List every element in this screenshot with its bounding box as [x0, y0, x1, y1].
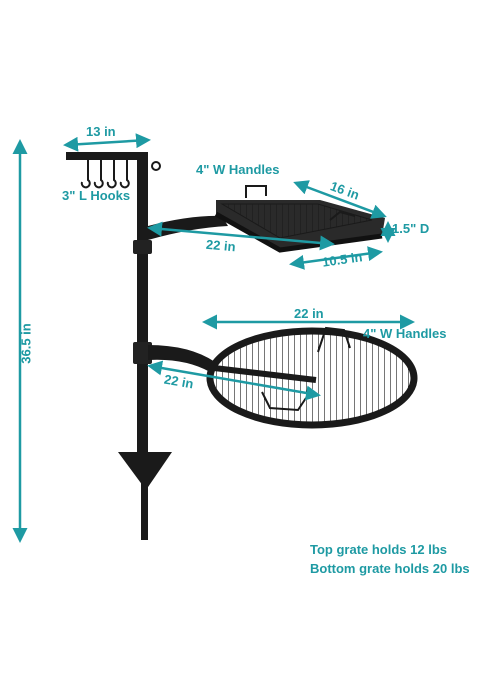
hook-bar — [66, 152, 161, 189]
bottom-capacity-text: Bottom grate holds 20 lbs — [310, 561, 470, 576]
top-handle — [245, 185, 267, 198]
stake-fin — [118, 452, 172, 490]
top-arm-length-label: 22 in — [205, 236, 237, 255]
dim-line-top-length — [293, 180, 387, 219]
hook-length-label: 3" L Hooks — [62, 188, 131, 203]
dim-line-bottom-arm — [147, 360, 321, 401]
hook — [80, 160, 91, 189]
total-height-label: 36.5 in — [18, 323, 34, 364]
hook — [93, 160, 104, 189]
dim-line-top-width — [289, 246, 383, 270]
dim-line-hook-bar — [63, 133, 151, 152]
top-grate-depth-label: 1.5" D — [392, 221, 430, 236]
hook — [119, 160, 130, 189]
top-handles-label: 4" W Handles — [196, 162, 280, 177]
bottom-grate-diameter-label: 22 in — [294, 306, 324, 321]
bottom-handles-label: 4" W Handles — [363, 326, 447, 341]
top-capacity-text: Top grate holds 12 lbs — [310, 542, 448, 557]
dimension-lines — [12, 133, 415, 543]
hook-bar-width-label: 13 in — [86, 124, 116, 139]
hook — [106, 160, 117, 189]
dim-line-top-arm — [147, 221, 335, 251]
